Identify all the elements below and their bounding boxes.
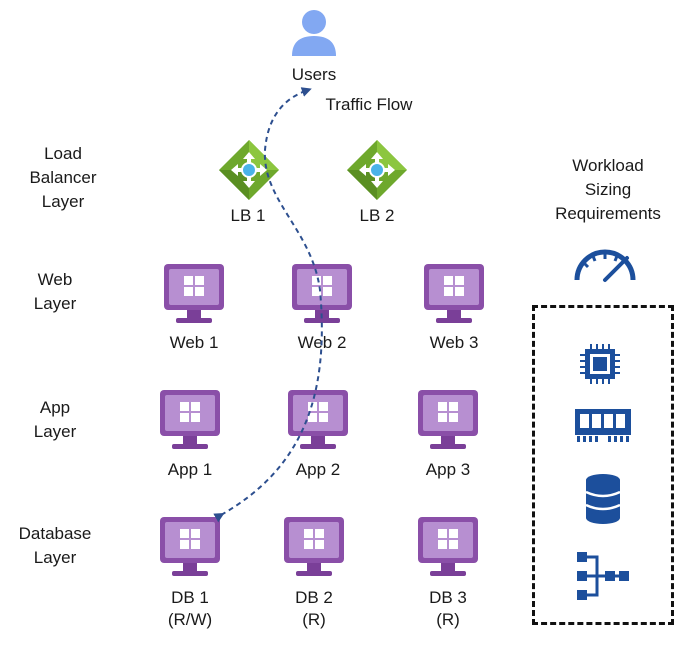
memory-icon <box>573 405 633 445</box>
load-balancer-icon <box>218 139 280 201</box>
windows-vm-icon <box>424 264 484 323</box>
db-vm-3[interactable] <box>416 515 480 577</box>
windows-vm-icon <box>418 517 478 576</box>
db-label-1: DB 1 (R/W) <box>167 588 213 629</box>
db-label-3: DB 3 (R) <box>429 588 467 629</box>
app-vm-2[interactable] <box>286 388 350 450</box>
db-label-2: DB 2 (R) <box>295 588 333 629</box>
app-label-2: App 2 <box>295 460 341 479</box>
web-label-3: Web 3 <box>429 333 479 352</box>
windows-vm-icon <box>160 390 220 449</box>
web-label-2: Web 2 <box>297 333 347 352</box>
app-label-1: App 1 <box>167 460 213 479</box>
user-icon <box>292 10 336 56</box>
app-vm-3[interactable] <box>416 388 480 450</box>
app-vm-1[interactable] <box>158 388 222 450</box>
layer-label-load-balancer: Load Balancer Layer <box>29 144 97 211</box>
windows-vm-icon <box>288 390 348 449</box>
layer-label-web: Web Layer <box>33 270 77 313</box>
lb-label-1: LB 1 <box>230 206 266 225</box>
web-label-1: Web 1 <box>169 333 219 352</box>
gauge-icon <box>571 240 639 284</box>
app-label-3: App 3 <box>425 460 471 479</box>
layer-label-database: Database Layer <box>18 524 92 567</box>
windows-vm-icon <box>284 517 344 576</box>
cpu-icon <box>578 342 622 386</box>
web-vm-2[interactable] <box>290 262 354 324</box>
lb-node-1[interactable] <box>217 138 281 202</box>
lb-label-2: LB 2 <box>359 206 395 225</box>
web-vm-3[interactable] <box>422 262 486 324</box>
windows-vm-icon <box>160 517 220 576</box>
users-label: Users <box>291 65 337 84</box>
users-node <box>290 8 338 58</box>
traffic-flow-label: Traffic Flow <box>325 95 413 114</box>
layer-label-app: App Layer <box>33 398 77 441</box>
windows-vm-icon <box>164 264 224 323</box>
db-vm-1[interactable] <box>158 515 222 577</box>
workload-title: Workload Sizing Requirements <box>555 156 661 223</box>
lb-node-2[interactable] <box>345 138 409 202</box>
network-icon <box>575 550 631 602</box>
db-vm-2[interactable] <box>282 515 346 577</box>
windows-vm-icon <box>292 264 352 323</box>
windows-vm-icon <box>418 390 478 449</box>
web-vm-1[interactable] <box>162 262 226 324</box>
storage-icon <box>583 472 623 524</box>
load-balancer-icon <box>346 139 408 201</box>
workload-box <box>532 305 674 625</box>
